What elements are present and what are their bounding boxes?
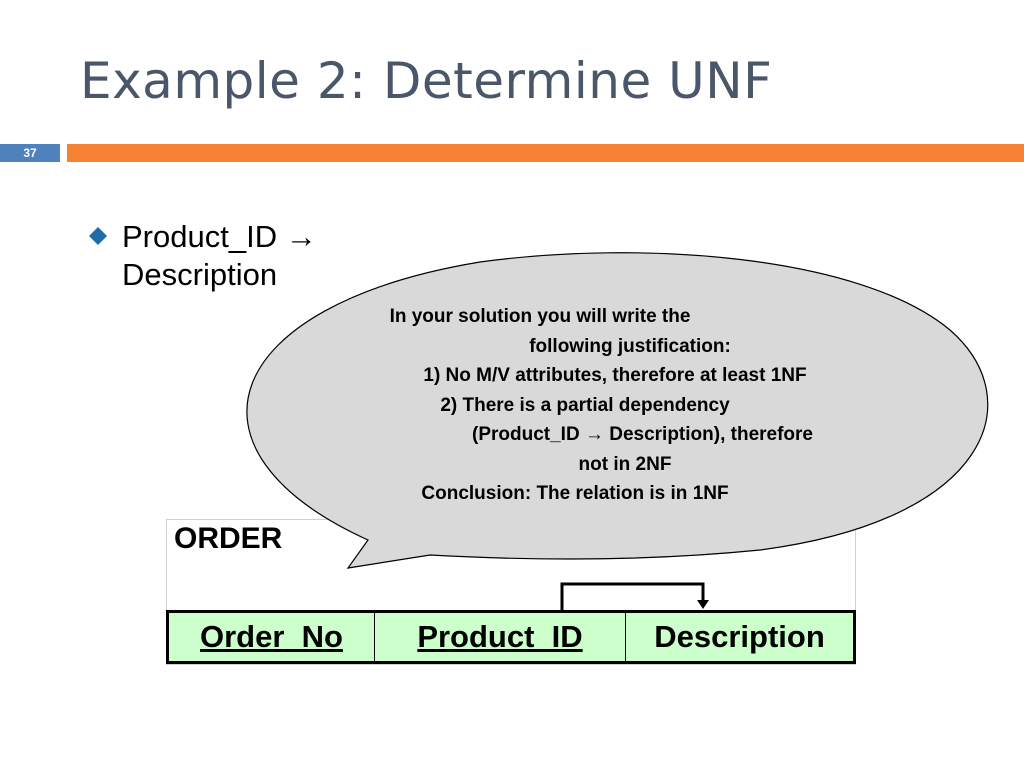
callout-line: not in 2NF	[578, 453, 672, 475]
callout-line: 1) No M/V attributes, therefore at least…	[423, 365, 807, 386]
callout-line: following justification:	[529, 335, 731, 357]
relation-name: ORDER	[174, 522, 283, 555]
table-row: Order_No Product_ID Description	[166, 610, 856, 664]
bullet-item: Product_ID → Description	[88, 218, 382, 294]
callout-line: In your solution you will write the	[389, 306, 691, 327]
diamond-bullet-icon	[88, 218, 110, 248]
dependency-arrow-icon	[560, 582, 709, 610]
slide-number: 37	[0, 144, 60, 162]
column-description: Description	[625, 610, 856, 664]
column-product-id: Product_ID	[374, 610, 626, 664]
callout-line: (Product_ID → Description), therefore	[472, 424, 813, 445]
slide-title: Example 2: Determine UNF	[80, 52, 773, 110]
callout-text: In your solution you will write the foll…	[300, 302, 930, 509]
title-rule-bar	[67, 144, 1024, 162]
callout-line: 2) There is a partial dependency	[440, 394, 730, 416]
column-order-no: Order_No	[166, 610, 375, 664]
callout-line: Conclusion: The relation is in 1NF	[421, 483, 729, 504]
bullet-text: Product_ID → Description	[122, 219, 317, 292]
order-table: Order_No Product_ID Description	[166, 610, 856, 664]
